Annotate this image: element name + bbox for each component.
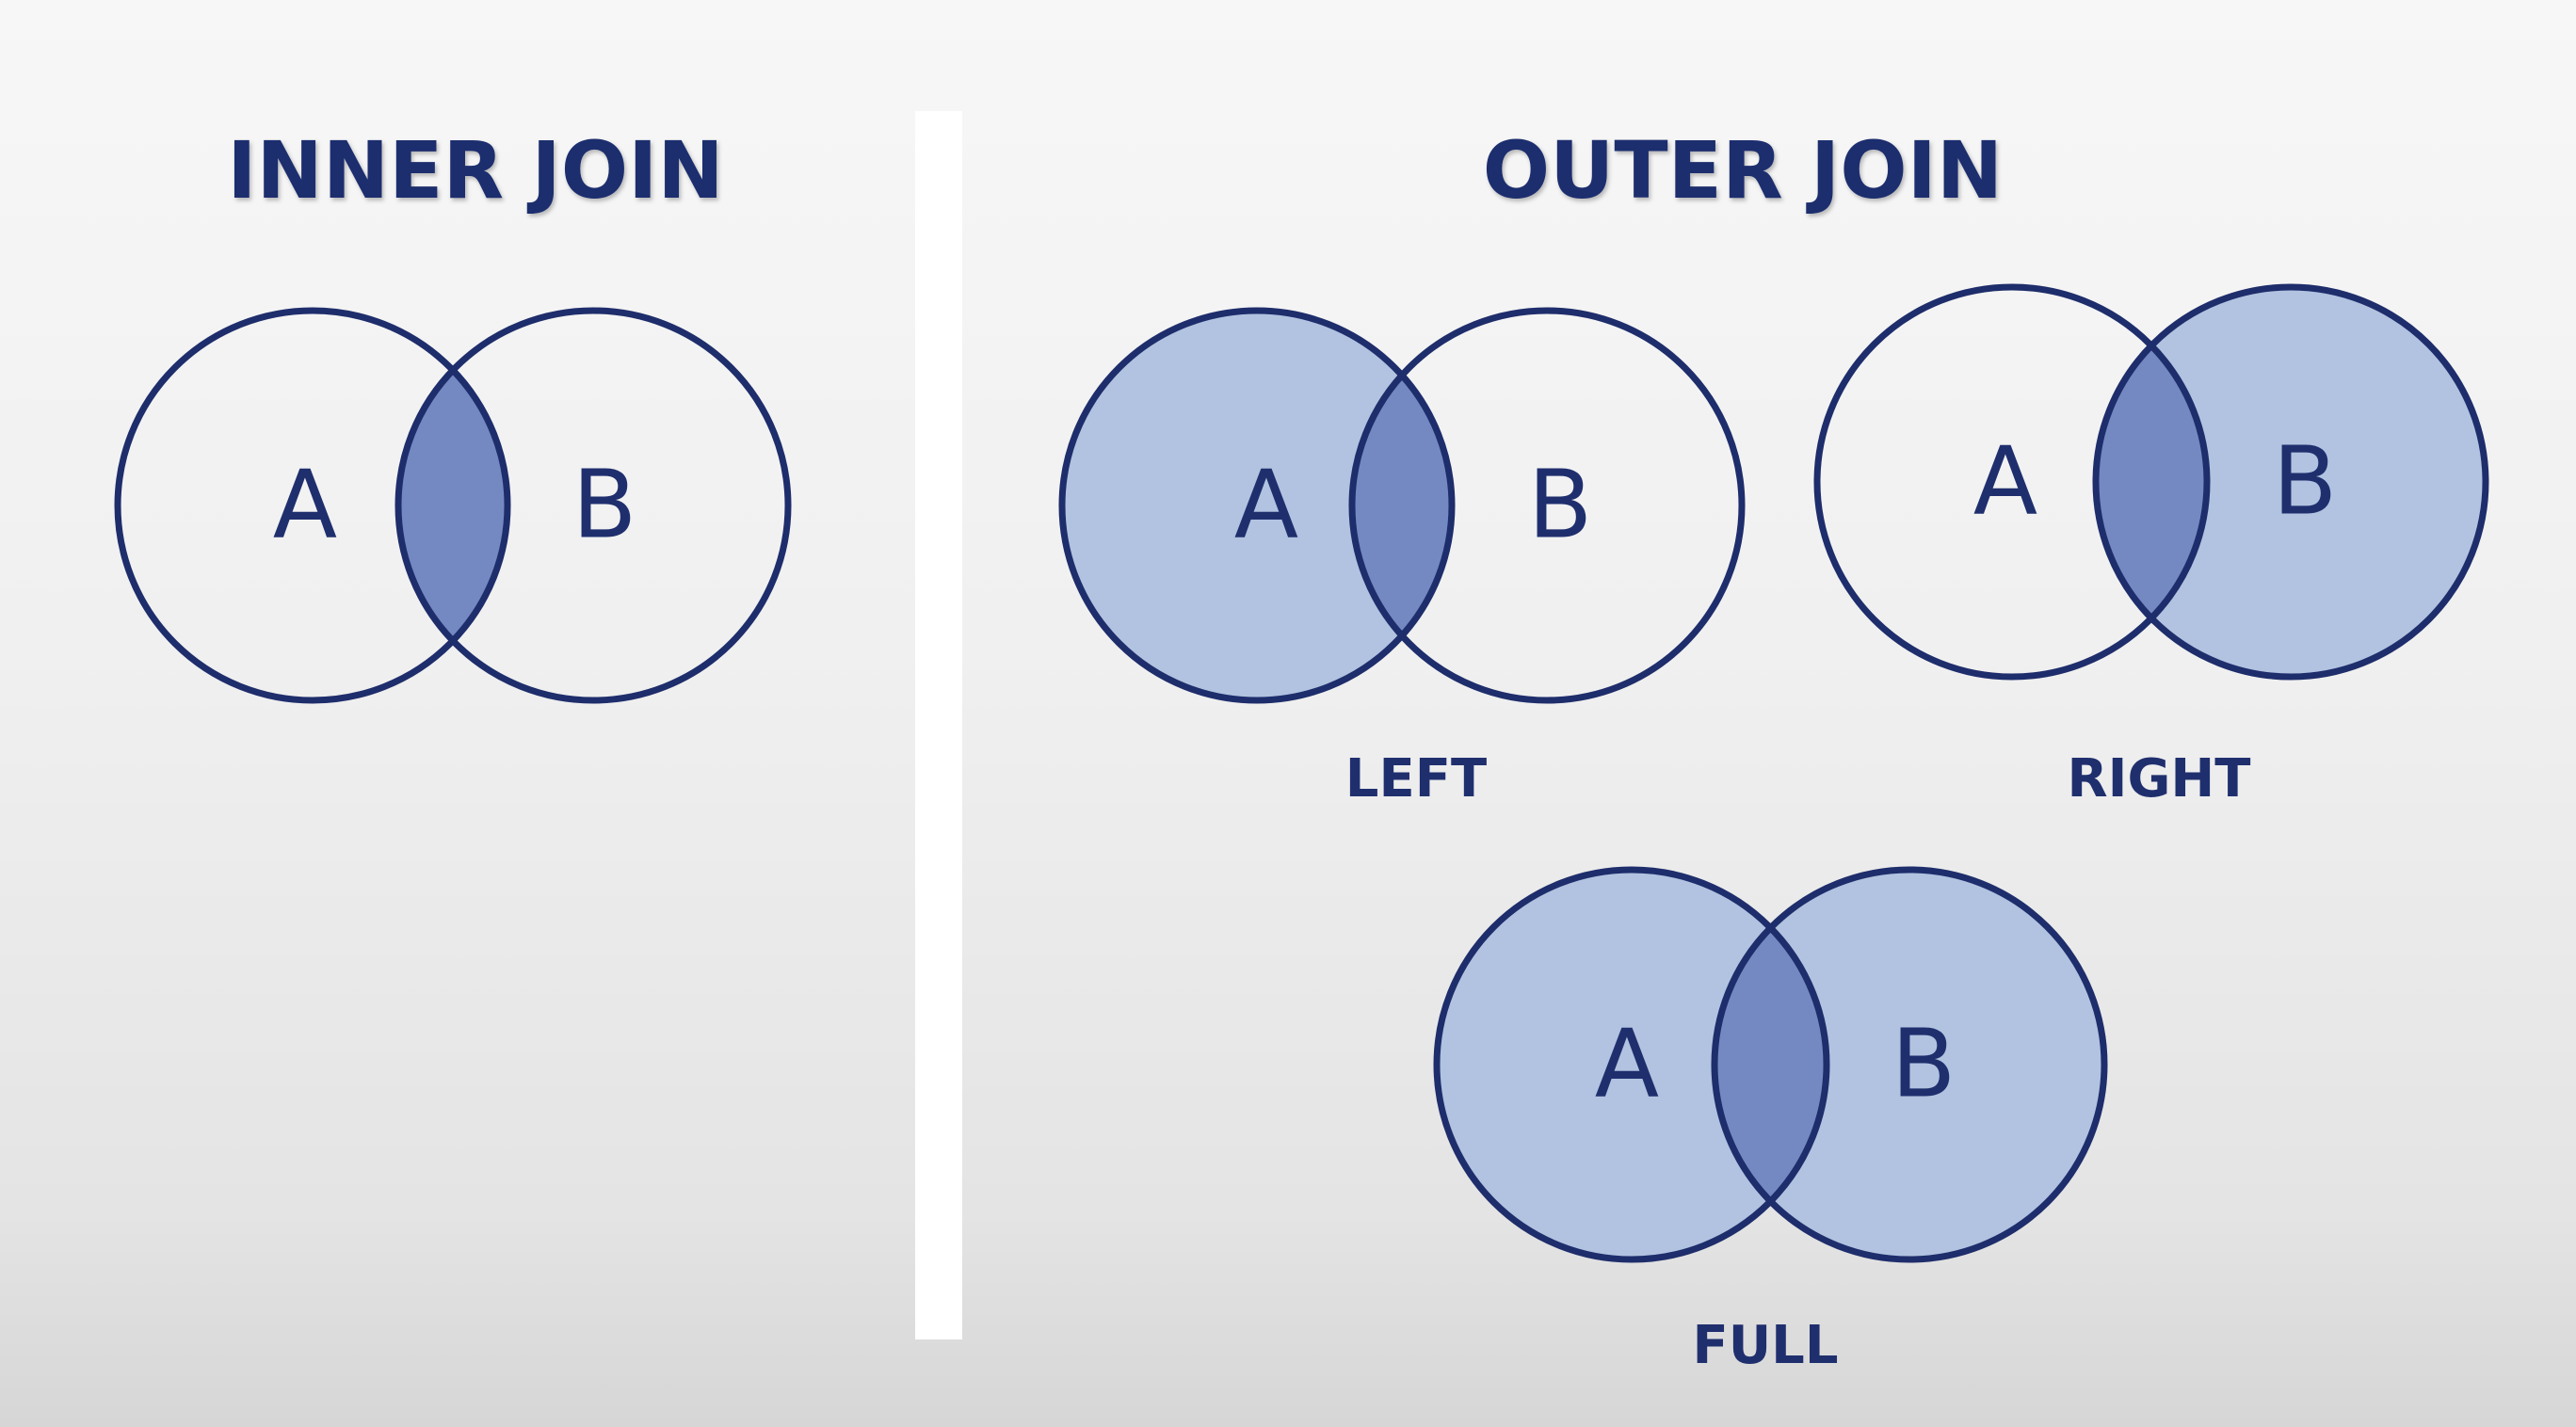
inner-set-a-circle	[114, 307, 511, 704]
left-set-b-label: B	[1528, 449, 1593, 559]
left-join-venn: A B LEFT	[1058, 307, 1746, 810]
full-join-caption: FULL	[1692, 1315, 1838, 1376]
inner-set-b-circle	[394, 307, 792, 704]
right-join-caption: RIGHT	[2068, 748, 2251, 810]
inner-join-venn: A B	[114, 307, 792, 704]
full-set-a-label: A	[1595, 1008, 1659, 1118]
right-set-b-label: B	[2273, 425, 2338, 536]
inner-set-b-label: B	[572, 449, 637, 559]
right-set-b-fill	[2096, 287, 2486, 677]
right-set-a-label: A	[1973, 425, 2037, 536]
inner-set-a-label: A	[273, 449, 337, 559]
left-set-a-fill	[1062, 311, 1452, 700]
right-join-venn: A B RIGHT	[1813, 283, 2489, 810]
outer-join-title: OUTER JOIN	[1483, 124, 2003, 216]
full-set-a-circle	[1433, 866, 1830, 1263]
left-set-b-circle	[1348, 307, 1746, 704]
full-set-b-label: B	[1892, 1008, 1956, 1118]
left-set-a-circle	[1058, 307, 1456, 704]
section-divider	[915, 111, 962, 1339]
inner-join-title: INNER JOIN	[227, 124, 723, 216]
full-join-venn: A B FULL	[1433, 866, 2108, 1376]
left-set-a-label: A	[1234, 449, 1298, 559]
full-set-b-fill	[1715, 870, 2104, 1259]
full-set-b-circle	[1711, 866, 2108, 1263]
left-join-caption: LEFT	[1345, 748, 1487, 810]
outer-join-section: OUTER JOIN A B LEFT A B RIGHT	[1058, 124, 2489, 1376]
right-set-a-circle	[1813, 283, 2211, 681]
full-set-a-fill	[1437, 870, 1827, 1259]
right-set-b-circle	[2092, 283, 2489, 681]
inner-join-section: INNER JOIN A B	[114, 124, 792, 704]
